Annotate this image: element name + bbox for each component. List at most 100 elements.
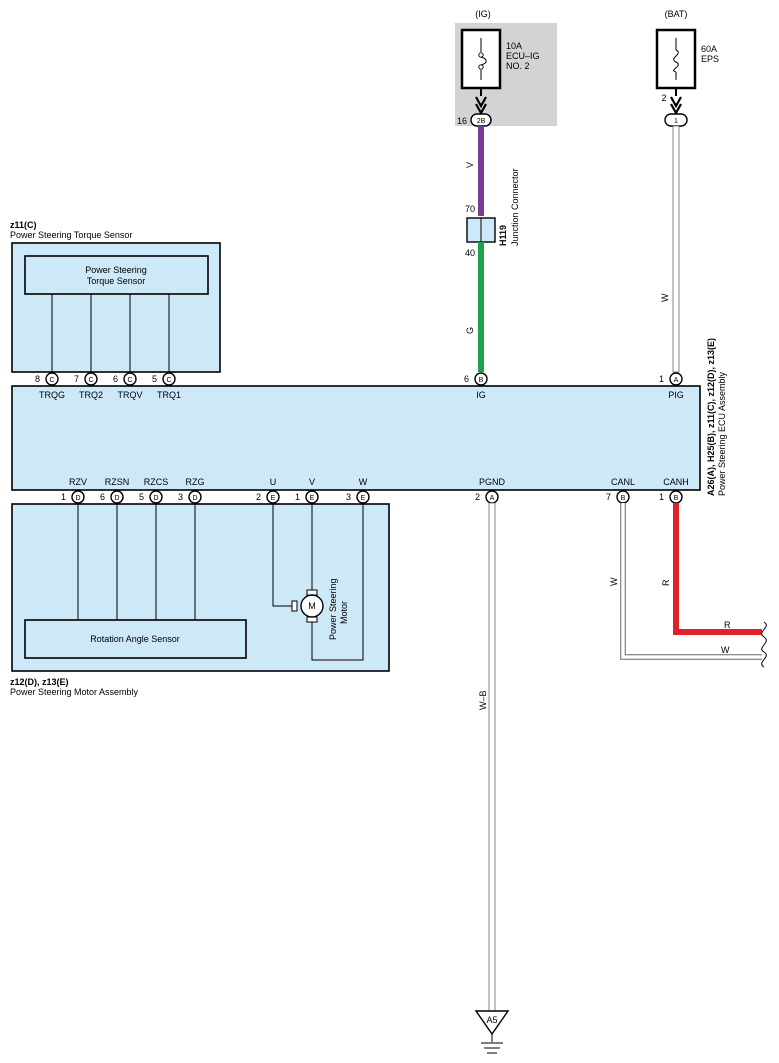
svg-text:D: D xyxy=(114,495,119,502)
ig-source-label: (IG) xyxy=(475,9,491,19)
fuse-bat-link xyxy=(673,49,679,73)
torque-sensor-inner xyxy=(24,255,209,295)
fuse-ig-name1: ECU–IG xyxy=(506,51,540,61)
motor-label-line1: Power Steering xyxy=(328,578,338,640)
motor-assembly-title: Power Steering Motor Assembly xyxy=(10,687,139,697)
motor-terminal-top xyxy=(306,589,318,596)
svg-text:D: D xyxy=(192,495,197,502)
svg-text:7: 7 xyxy=(606,492,611,502)
svg-text:2: 2 xyxy=(475,492,480,502)
svg-text:C: C xyxy=(88,377,93,384)
svg-text:3: 3 xyxy=(346,492,351,502)
junction-connector: 70 40 H119 Junction Connector xyxy=(465,168,520,258)
fuse-bat: (BAT) 60A EPS 2 1 xyxy=(655,9,719,127)
svg-text:V: V xyxy=(309,477,315,487)
motor-label-line2: Motor xyxy=(339,601,349,624)
wire-ground: W–B xyxy=(478,502,496,1012)
rotation-angle-sensor-box xyxy=(24,619,247,659)
wire-green-label: G xyxy=(465,327,475,334)
wire-red-out-label: R xyxy=(724,620,731,630)
pin-canh: CANH 1 B xyxy=(659,477,689,504)
pin-trqg: 8 C TRQG xyxy=(35,372,65,400)
svg-text:2: 2 xyxy=(256,492,261,502)
svg-text:6: 6 xyxy=(464,374,469,384)
bat-source-label: (BAT) xyxy=(665,9,688,19)
svg-text:RZV: RZV xyxy=(69,477,87,487)
wire-ground-label: W–B xyxy=(478,690,488,710)
fuse-bat-rating: 60A xyxy=(701,44,717,54)
ecu-title: Power Steering ECU Assembly xyxy=(717,371,727,496)
pin-label-trqv: TRQV xyxy=(117,390,142,400)
wire-red-canh: R R xyxy=(661,503,762,635)
pin-canl: CANL 7 B xyxy=(606,477,635,504)
fuse-bat-name: EPS xyxy=(701,54,719,64)
wire-white-out-label: W xyxy=(721,645,730,655)
svg-text:1: 1 xyxy=(659,492,664,502)
torque-sensor-inner-line1: Power Steering xyxy=(85,265,147,275)
svg-text:5: 5 xyxy=(139,492,144,502)
pin-v: V 1 E xyxy=(295,477,319,504)
svg-text:B: B xyxy=(621,495,626,502)
svg-text:1: 1 xyxy=(659,374,664,384)
svg-text:3: 3 xyxy=(178,492,183,502)
svg-text:D: D xyxy=(153,495,158,502)
motor-symbol xyxy=(300,594,324,618)
motor-assembly-ids: z12(D), z13(E) xyxy=(10,677,69,687)
ecu-assembly: A26(A), H25(B), z11(C), z12(D), z13(E) P… xyxy=(11,338,727,496)
junction-pin-bottom: 40 xyxy=(465,248,475,258)
torque-sensor-id: z11(C) xyxy=(10,220,37,230)
wire-white-canl: W W xyxy=(609,503,762,660)
svg-text:6: 6 xyxy=(100,492,105,502)
svg-text:E: E xyxy=(361,495,366,502)
ig-pin-number: 16 xyxy=(457,116,467,126)
motor-assembly: Rotation Angle Sensor M Power Steering M… xyxy=(10,503,390,697)
fuse-ig-rating: 10A xyxy=(506,41,522,51)
pin-pgnd: PGND 2 A xyxy=(475,477,506,504)
junction-pin-top: 70 xyxy=(465,204,475,214)
pin-trqv: 6 C TRQV xyxy=(113,372,143,400)
svg-text:CANL: CANL xyxy=(611,477,635,487)
svg-text:8: 8 xyxy=(35,374,40,384)
torque-sensor-inner-line2: Torque Sensor xyxy=(87,276,146,286)
fuse-ig: (IG) 10A ECU–IG NO. 2 16 2B xyxy=(455,9,557,127)
bat-pin-number: 2 xyxy=(661,93,666,103)
junction-id: H119 xyxy=(498,225,508,246)
pin-label-trq1: TRQ1 xyxy=(157,390,181,400)
svg-text:A: A xyxy=(674,377,679,384)
ground-triangle xyxy=(474,1010,510,1036)
svg-text:B: B xyxy=(479,377,484,384)
ground-label: A5 xyxy=(486,1015,497,1025)
svg-text:RZG: RZG xyxy=(186,477,205,487)
svg-text:E: E xyxy=(310,495,315,502)
svg-text:U: U xyxy=(270,477,277,487)
svg-text:PGND: PGND xyxy=(479,477,506,487)
svg-text:B: B xyxy=(674,495,679,502)
svg-text:C: C xyxy=(49,377,54,384)
wire-white-pig: W xyxy=(660,125,680,373)
junction-name: Junction Connector xyxy=(510,168,520,246)
bat-connector-id: 1 xyxy=(674,118,678,125)
bat-connector-arrow xyxy=(670,96,682,116)
svg-text:5: 5 xyxy=(152,374,157,384)
pin-rzcs: RZCS 5 D xyxy=(139,477,168,504)
svg-text:6: 6 xyxy=(113,374,118,384)
pin-label-trq2: TRQ2 xyxy=(79,390,103,400)
ecu-bottom-pin-row: RZV 1 D RZSN 6 D RZCS 5 D RZG 3 D U 2 E xyxy=(61,477,689,504)
torque-pin-row: 8 C TRQG 7 C TRQ2 6 C TRQV 5 C TRQ1 6 B … xyxy=(35,372,684,400)
harness-break-symbol xyxy=(761,621,767,668)
wire-red-canh-label: R xyxy=(661,579,671,586)
rotation-angle-sensor-label: Rotation Angle Sensor xyxy=(90,634,180,644)
ground-point: A5 xyxy=(474,1010,510,1054)
torque-sensor-title: Power Steering Torque Sensor xyxy=(10,230,132,240)
wire-white-canl-label: W xyxy=(609,577,619,586)
svg-text:1: 1 xyxy=(295,492,300,502)
motor-terminal-left xyxy=(291,600,298,612)
svg-text:D: D xyxy=(75,495,80,502)
wire-violet: V xyxy=(465,126,484,216)
ig-connector-arrow xyxy=(475,96,487,116)
pin-trq1: 5 C TRQ1 xyxy=(152,372,181,400)
wire-white-pig-label: W xyxy=(660,293,670,302)
ecu-ids: A26(A), H25(B), z11(C), z12(D), z13(E) xyxy=(706,338,716,496)
motor-terminal-bottom xyxy=(306,616,318,623)
